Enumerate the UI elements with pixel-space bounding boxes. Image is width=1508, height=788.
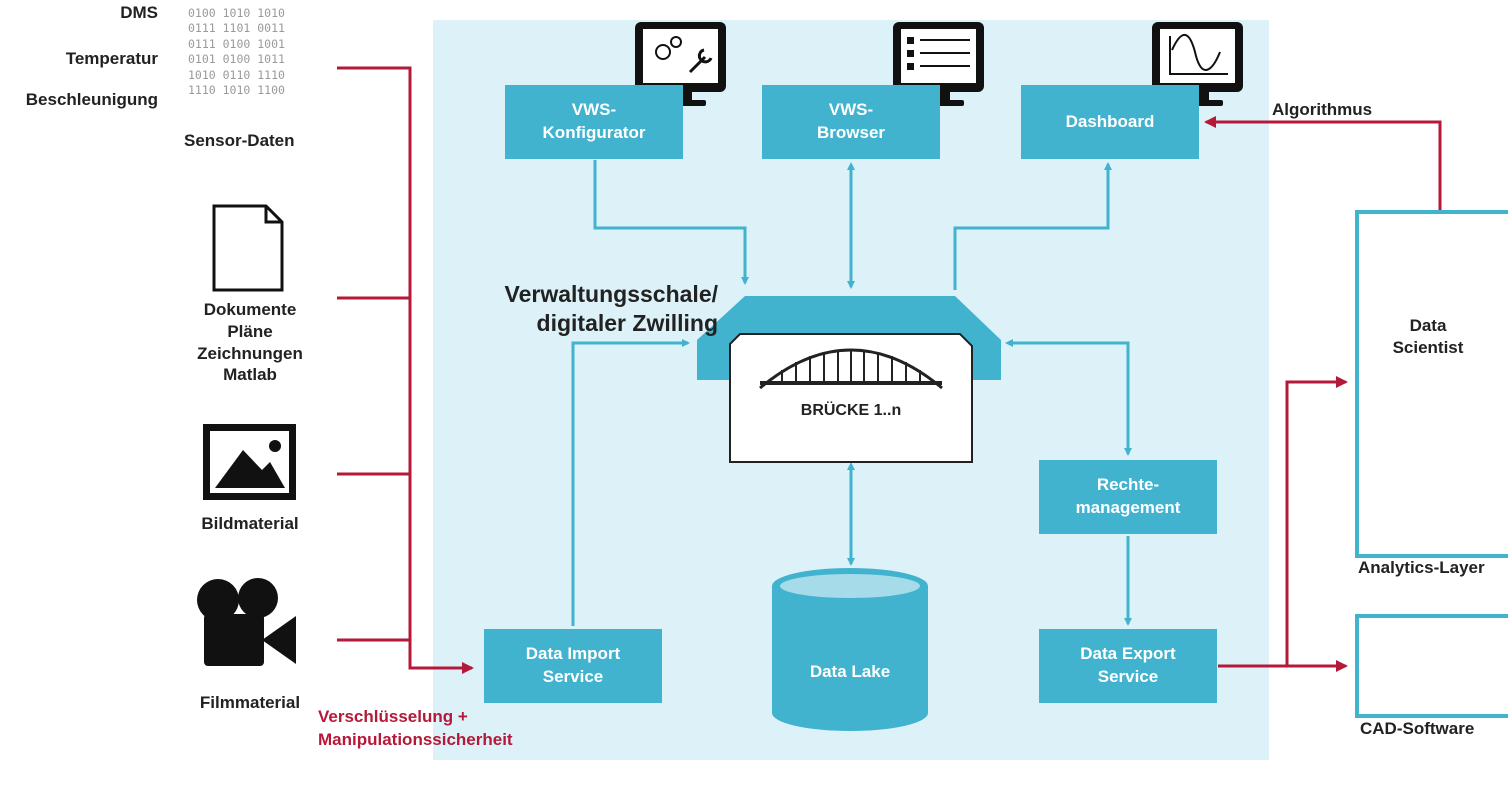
analytics-layer-label: Analytics-Layer — [1358, 558, 1485, 577]
sensor-label-acceleration: Beschleunigung — [25, 90, 158, 109]
data-scientist-label: Data Scientist — [1392, 316, 1464, 358]
blue-connectors — [571, 160, 1132, 626]
twin-title: Verwaltungsschale/ digitaler Zwilling — [504, 281, 718, 336]
encryption-note: Verschlüsselung + Manipulationssicherhei… — [318, 707, 513, 749]
image-icon — [203, 424, 296, 500]
monitor-gears-icon — [635, 22, 726, 106]
sensor-label-temperature: Temperatur — [65, 49, 158, 68]
documents-caption: Dokumente Pläne Zeichnungen Matlab — [197, 300, 303, 385]
cad-software-label: CAD-Software — [1360, 719, 1475, 738]
source-bus — [337, 66, 474, 674]
sensor-label-dms: DMS — [120, 3, 158, 22]
rights-management-box[interactable]: Rechte- management — [1039, 460, 1217, 534]
vws-browser-box[interactable]: VWS- Browser — [762, 85, 940, 159]
data-lake-label: Data Lake — [809, 662, 891, 681]
algorithm-label: Algorithmus — [1272, 100, 1373, 119]
bridge-label: BRÜCKE 1..n — [800, 402, 902, 419]
film-camera-icon — [197, 578, 296, 666]
sensor-bits: 0100 1010 1010 0111 1101 0011 0111 0100 … — [188, 6, 285, 98]
cad-software-panel[interactable] — [1355, 614, 1508, 718]
analytics-layer-panel[interactable] — [1355, 210, 1508, 558]
monitor-list-icon — [893, 22, 984, 106]
data-import-box[interactable]: Data Import Service — [484, 629, 662, 703]
dashboard-box[interactable]: Dashboard — [1021, 85, 1199, 159]
sensor-caption: Sensor-Daten — [184, 131, 295, 150]
database-icon — [772, 568, 928, 731]
images-caption: Bildmaterial — [201, 514, 299, 533]
document-icon — [212, 204, 284, 292]
film-caption: Filmmaterial — [199, 693, 301, 712]
output-paths — [1204, 116, 1442, 672]
bridge-icon — [759, 348, 943, 390]
monitor-chart-icon — [1152, 22, 1243, 106]
data-export-box[interactable]: Data Export Service — [1039, 629, 1217, 703]
vws-configurator-box[interactable]: VWS- Konfigurator — [505, 85, 683, 159]
